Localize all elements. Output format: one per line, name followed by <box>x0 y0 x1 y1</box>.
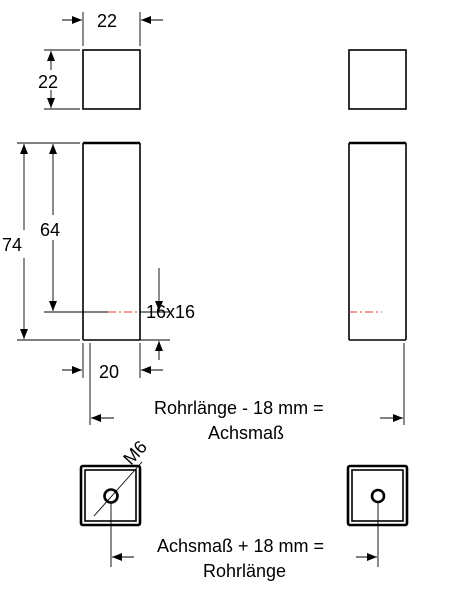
cap-top-view-left <box>82 49 141 110</box>
dim-cap-height-label: 22 <box>38 72 58 92</box>
dim-cap-width <box>62 12 163 46</box>
dim-thread-label: M6 <box>119 437 151 469</box>
dim-bottom-width <box>62 343 163 378</box>
dim-formula-1 <box>89 343 405 425</box>
dim-section-label: 16x16 <box>146 302 195 322</box>
dim-inner-length <box>44 144 108 313</box>
dim-cap-height <box>44 49 80 110</box>
dim-bottom-width-label: 20 <box>99 362 119 382</box>
formula-2-line-2: Rohrlänge <box>203 561 286 581</box>
dim-section <box>140 268 170 360</box>
plug-side-view-right <box>348 141 407 341</box>
plug-end-view-right <box>346 464 409 567</box>
dim-inner-length-label: 64 <box>40 220 60 240</box>
formula-1-line-2: Achsmaß <box>208 423 284 443</box>
dim-total-length-label: 74 <box>2 235 22 255</box>
formula-1-line-1: Rohrlänge - 18 mm = <box>154 398 324 418</box>
dim-total-length <box>17 142 80 341</box>
cap-top-view-right <box>348 49 407 110</box>
plug-end-view-left <box>79 461 143 567</box>
plug-side-view-left <box>82 141 142 341</box>
dim-cap-width-label: 22 <box>97 11 117 31</box>
formula-2-line-1: Achsmaß + 18 mm = <box>157 536 324 556</box>
